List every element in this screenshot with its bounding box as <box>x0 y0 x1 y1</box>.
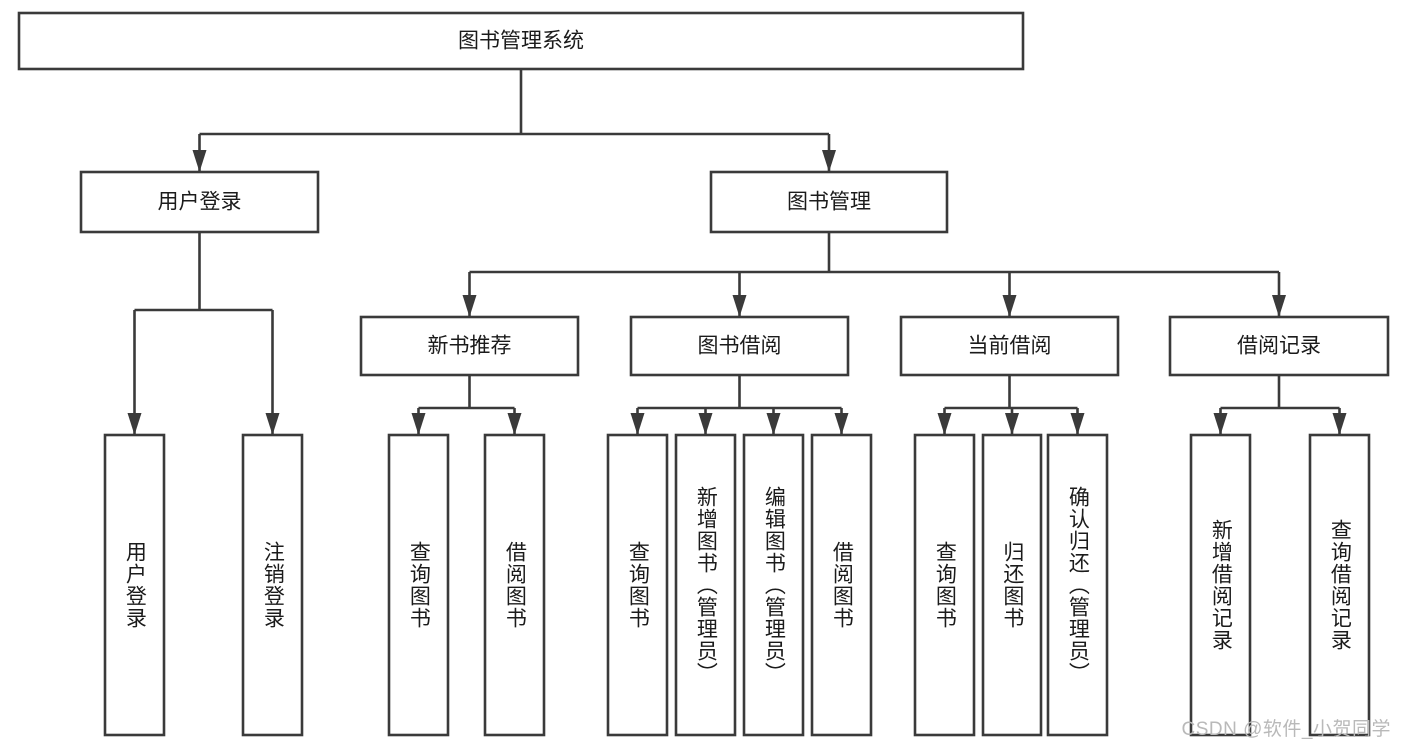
leafgroup-4-arrow-icon-1 <box>1332 413 1347 435</box>
leafgroup-1-arrow-icon-1 <box>507 413 522 435</box>
csdn-watermark: CSDN @软件_小贺同学 <box>1181 719 1391 740</box>
leafgroup-3-arrow-icon-0 <box>937 413 952 435</box>
leafgroup-2-arrow-icon-3 <box>834 413 849 435</box>
level2-node-label-1: 图书管理 <box>787 191 871 214</box>
leaf-node-label-6: 编辑图书（管理员） <box>762 486 786 684</box>
leafgroup-0-arrow-icon-0 <box>127 413 142 435</box>
level2-to-level3-arrow-icon-1 <box>732 295 747 317</box>
level3-node-box-1[interactable] <box>629 315 850 377</box>
root-to-level2-arrow-icon-0 <box>192 150 207 172</box>
leaf-node-label-10: 确认归还（管理员） <box>1066 486 1090 684</box>
level3-node-label-2: 当前借阅 <box>968 335 1052 358</box>
level2-to-level3-arrow-icon-2 <box>1002 295 1017 317</box>
leafgroup-2-arrow-icon-2 <box>766 413 781 435</box>
level3-node-label-1: 图书借阅 <box>698 335 782 358</box>
leaf-node-box-8[interactable] <box>913 433 976 737</box>
leaf-node-box-11[interactable] <box>1189 433 1252 737</box>
leafgroup-2-arrow-icon-0 <box>630 413 645 435</box>
leaf-node-label-8: 查询图书 <box>933 541 957 629</box>
leaf-node-label-11: 新增借阅记录 <box>1209 519 1233 651</box>
level2-to-level3-arrow-icon-3 <box>1272 295 1286 317</box>
leaf-node-label-2: 查询图书 <box>407 541 431 629</box>
node-box-layer <box>17 11 1390 737</box>
leafgroup-2-arrow-icon-1 <box>698 413 713 435</box>
connector-layer <box>127 69 1347 435</box>
leaf-node-box-6[interactable] <box>742 433 805 737</box>
leaf-node-label-4: 查询图书 <box>626 541 650 629</box>
leaf-node-box-2[interactable] <box>387 433 450 737</box>
level3-node-box-2[interactable] <box>899 315 1120 377</box>
leaf-node-box-9[interactable] <box>981 433 1043 737</box>
level2-node-box-1[interactable] <box>709 170 949 234</box>
root-to-level2-arrow-icon-1 <box>822 150 836 172</box>
root-node-box[interactable] <box>17 11 1025 71</box>
leaf-node-label-7: 借阅图书 <box>830 541 854 629</box>
leaf-node-box-12[interactable] <box>1308 433 1371 737</box>
leaf-node-label-0: 用户登录 <box>123 541 147 629</box>
level2-node-box-0[interactable] <box>79 170 320 234</box>
level3-node-box-3[interactable] <box>1168 315 1390 377</box>
leaf-node-box-7[interactable] <box>810 433 873 737</box>
leafgroup-3-arrow-icon-1 <box>1005 413 1019 435</box>
leafgroup-4-arrow-icon-0 <box>1213 413 1228 435</box>
leaf-node-box-0[interactable] <box>103 433 166 737</box>
leaf-node-box-4[interactable] <box>606 433 669 737</box>
leaf-node-label-1: 注销登录 <box>261 541 285 629</box>
leaf-node-box-3[interactable] <box>483 433 546 737</box>
level2-to-level3-arrow-icon-0 <box>462 295 477 317</box>
level3-node-label-0: 新书推荐 <box>428 335 512 358</box>
leafgroup-0-arrow-icon-1 <box>265 413 280 435</box>
leaf-node-box-5[interactable] <box>674 433 737 737</box>
leaf-node-box-10[interactable] <box>1046 433 1109 737</box>
root-node-label: 图书管理系统 <box>458 30 584 53</box>
leafgroup-3-arrow-icon-2 <box>1070 413 1085 435</box>
leaf-node-label-5: 新增图书（管理员） <box>694 486 718 684</box>
leafgroup-1-arrow-icon-0 <box>411 413 426 435</box>
leaf-node-box-1[interactable] <box>241 433 304 737</box>
level3-node-label-3: 借阅记录 <box>1237 335 1321 358</box>
level2-node-label-0: 用户登录 <box>158 191 242 214</box>
leaf-node-label-3: 借阅图书 <box>503 541 527 629</box>
level3-node-box-0[interactable] <box>359 315 580 377</box>
leaf-node-label-9: 归还图书 <box>1000 541 1024 629</box>
leaf-node-label-12: 查询借阅记录 <box>1328 519 1352 651</box>
